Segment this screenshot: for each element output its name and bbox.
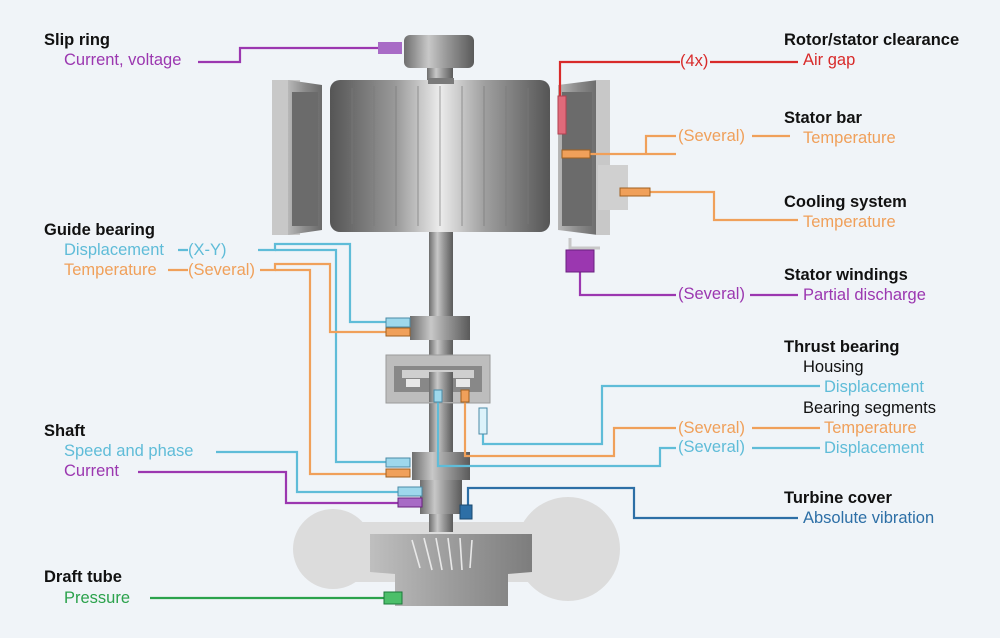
line-cooling <box>650 190 798 222</box>
segment-disp-sensor <box>433 389 443 403</box>
draft-tube-sensor <box>383 591 403 605</box>
stator-left <box>272 80 322 235</box>
segment-temp-sensor <box>460 389 470 403</box>
guide-temp-sensor <box>385 327 411 337</box>
windings-tag: (Several) <box>678 285 745 303</box>
slip-ring-title: Slip ring <box>44 31 110 49</box>
guide-displacement-label: Displacement <box>64 241 164 259</box>
slip-ring-sensor <box>378 42 402 54</box>
line-guide-disp <box>178 242 386 324</box>
partial-discharge-label: Partial discharge <box>803 286 926 304</box>
line-seg-temp <box>463 392 676 458</box>
guide-temperature-tag: (Several) <box>188 261 255 279</box>
line-guide-temp <box>168 262 386 334</box>
shaft-speed-sensor <box>397 486 423 497</box>
lower-temp-sensor <box>385 468 411 478</box>
segments-temp-tag: (Several) <box>678 419 745 437</box>
line-turbine-cover <box>466 486 798 520</box>
sensor-lines <box>138 46 820 600</box>
cooling-title: Cooling system <box>784 193 907 211</box>
windings-bracket <box>568 238 600 250</box>
turbine-runner <box>370 534 532 606</box>
stator-right <box>558 80 628 235</box>
shaft-current-label: Current <box>64 462 120 480</box>
rotor-stator-tag: (4x) <box>680 52 709 70</box>
guide-bearing-title: Guide bearing <box>44 221 155 239</box>
thrust-bearing-title: Thrust bearing <box>784 338 900 356</box>
absolute-vibration-label: Absolute vibration <box>803 509 935 527</box>
sensors <box>378 42 651 605</box>
line-windings <box>578 268 676 297</box>
turbine-cover-sensor <box>459 504 473 520</box>
segments-disp-tag: (Several) <box>678 438 745 456</box>
turbine-cover-title: Turbine cover <box>784 489 892 507</box>
thrust-bearing-housing <box>385 354 491 404</box>
cooling-sensor <box>619 187 651 197</box>
housing-displacement: Displacement <box>824 378 924 396</box>
rotor-stator-title: Rotor/stator clearance <box>784 31 960 49</box>
stator-bar-tag: (Several) <box>678 127 745 145</box>
line-housing-disp <box>481 384 820 446</box>
slip-ring-cap <box>404 35 474 82</box>
guide-disp-sensor <box>385 317 411 328</box>
bearing-segments-label: Bearing segments <box>803 399 936 417</box>
guide-displacement-tag: (X-Y) <box>188 241 227 259</box>
line-shaft-current <box>138 470 398 505</box>
stator-windings-title: Stator windings <box>784 266 908 284</box>
draft-tube-pressure: Pressure <box>64 589 131 607</box>
draft-tube-title: Draft tube <box>44 568 122 586</box>
line-shaft-speed <box>216 450 398 494</box>
housing-label: Housing <box>803 358 864 376</box>
slip-ring-measure: Current, voltage <box>64 51 182 69</box>
lower-disp-sensor <box>385 457 411 468</box>
segments-displacement: Displacement <box>824 439 924 457</box>
housing-sensor <box>478 407 488 435</box>
line-seg-disp <box>436 392 676 468</box>
rotor <box>330 78 550 232</box>
stator-bar-temp: Temperature <box>803 129 896 147</box>
stator-bar-title: Stator bar <box>784 109 862 127</box>
shaft-speed-label: Speed and phase <box>64 442 194 460</box>
line-slip-ring <box>198 46 380 64</box>
shaft-title: Shaft <box>44 422 86 440</box>
guide-temperature-label: Temperature <box>64 261 157 279</box>
shaft-current-sensor <box>397 497 423 508</box>
air-gap-label: Air gap <box>803 51 856 69</box>
cooling-temp: Temperature <box>803 213 896 231</box>
line-air-gap <box>558 60 680 100</box>
windings-sensor <box>565 249 595 273</box>
air-gap-sensor <box>557 95 567 135</box>
segments-temperature: Temperature <box>824 419 917 437</box>
stator-bar-sensor <box>561 149 591 159</box>
